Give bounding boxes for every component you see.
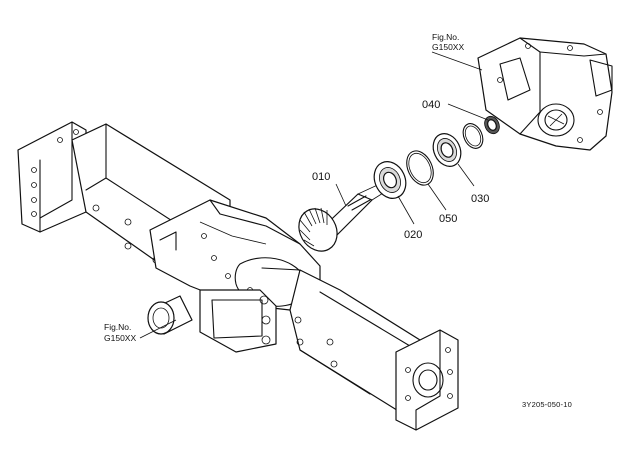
figure-ref-bottom-line2: G150XX bbox=[104, 333, 136, 343]
snap-ring bbox=[462, 123, 484, 149]
callout-050-label: 050 bbox=[439, 213, 457, 225]
figure-ref-top-line1: Fig.No. bbox=[432, 32, 459, 42]
figure-ref-top[interactable]: Fig.No. G150XX bbox=[432, 32, 464, 52]
leader-lines bbox=[139, 51, 489, 339]
axle-housing bbox=[17, 121, 459, 431]
ring-050 bbox=[406, 150, 434, 186]
figure-ref-bottom[interactable]: Fig.No. G150XX bbox=[104, 322, 136, 343]
figure-ref-bottom-line1: Fig.No. bbox=[104, 322, 131, 332]
callout-020-label: 020 bbox=[404, 229, 422, 241]
callout-040: 040 bbox=[422, 99, 440, 111]
callout-010: 010 bbox=[312, 171, 330, 183]
seal-040 bbox=[484, 115, 500, 135]
diagram-id: 3Y205-050-10 bbox=[522, 400, 572, 409]
callout-050: 050 bbox=[439, 213, 457, 225]
callout-040-label: 040 bbox=[422, 99, 440, 111]
callout-020: 020 bbox=[404, 229, 422, 241]
callout-010-label: 010 bbox=[312, 171, 330, 183]
bevel-pinion-gear bbox=[298, 181, 389, 252]
callout-030-label: 030 bbox=[471, 193, 489, 205]
callout-030: 030 bbox=[471, 193, 489, 205]
figure-ref-top-line2: G150XX bbox=[432, 42, 464, 52]
gear-case bbox=[477, 37, 613, 151]
bearing-030 bbox=[432, 133, 462, 167]
bearing-020 bbox=[373, 161, 407, 199]
